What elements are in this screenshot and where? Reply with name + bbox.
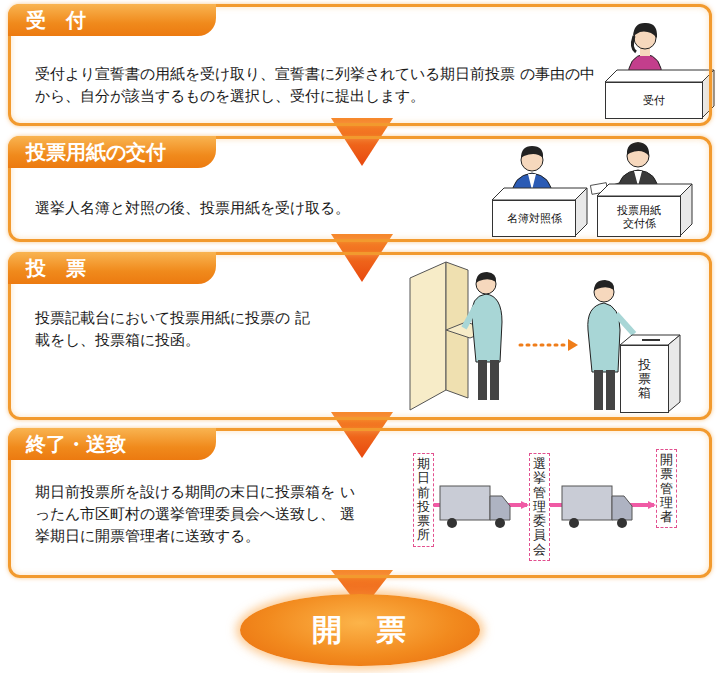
- dotted-arrow: [520, 344, 568, 347]
- step-heading: 終了・送致: [8, 428, 216, 460]
- place-name: 期日前投票所: [417, 457, 430, 543]
- reception-desk-top: [702, 70, 714, 118]
- step-panel: 投票用紙の交付選挙人名簿と対照の後、投票用紙を受け取る。名簿対照係 投票用紙交付係: [8, 136, 712, 242]
- ballot-box-top: [620, 335, 680, 412]
- step-panel: 終了・送致期日前投票所を設ける期間の末日に投票箱を いったん市区町村の選挙管理委…: [8, 428, 712, 578]
- voter-writing: [476, 272, 496, 283]
- register-desk-top: [575, 188, 587, 236]
- counter-desk: 受付: [605, 82, 703, 119]
- register-clerk: [521, 146, 543, 158]
- place-name: 開票管理者: [660, 453, 673, 524]
- step-description: 受付より宣誓書の用紙を受け取り、宣誓書に列挙されている期日前投票 の事由の中から…: [35, 63, 601, 107]
- voter-casting: [594, 370, 603, 410]
- place-box: 選挙管理委員会: [529, 453, 550, 561]
- voter-casting: [606, 370, 615, 410]
- place-box: 開票管理者: [656, 449, 677, 528]
- truck: [612, 496, 632, 520]
- desk-label: 投票用紙交付係: [616, 204, 662, 230]
- voter-casting: [588, 303, 620, 372]
- reception-desk-top: [605, 70, 714, 118]
- truck: [490, 496, 510, 520]
- step-heading: 投票用紙の交付: [8, 136, 216, 168]
- ballot-desk-top: [680, 184, 692, 236]
- truck: [440, 486, 490, 520]
- reception-desk-top: [605, 70, 714, 82]
- voter-writing: [490, 360, 499, 400]
- truck: [440, 486, 510, 528]
- truck: [617, 518, 627, 528]
- dotted-arrow: [568, 339, 578, 351]
- voter-writing: [464, 272, 502, 400]
- reception-clerk: [633, 23, 657, 38]
- step-description: 期日前投票所を設ける期間の末日に投票箱を いったん市区町村の選挙管理委員会へ送致…: [35, 481, 365, 547]
- voter-writing: [464, 306, 476, 328]
- ballot-desk-top: [597, 184, 692, 236]
- voter-casting: [616, 314, 634, 334]
- truck: [569, 518, 579, 528]
- ballot-clerk: [627, 142, 649, 156]
- step-heading: 投 票: [8, 252, 216, 284]
- place-box: 期日前投票所: [413, 453, 434, 547]
- dotted-arrow: [520, 339, 578, 351]
- voter-casting: [594, 280, 614, 291]
- ballot-box: 投票箱: [620, 345, 669, 413]
- step-panel: 投 票投票記載台において投票用紙に投票の 記載をし、投票箱に投函。投票箱: [8, 252, 712, 420]
- voter-writing: [472, 294, 502, 362]
- reception-clerk: [632, 36, 636, 52]
- final-step-oval: 開 票: [240, 594, 480, 666]
- truck: [562, 486, 612, 520]
- truck: [447, 518, 457, 528]
- truck: [495, 518, 505, 528]
- place-name: 選挙管理委員会: [533, 457, 546, 557]
- ballot-box-top: [668, 335, 680, 412]
- register-desk-top: [492, 188, 587, 236]
- step-heading: 受 付: [8, 4, 216, 36]
- ballot-desk-top: [597, 184, 692, 196]
- desk-label: 受付: [643, 94, 665, 107]
- desk-label: 名簿対照係: [507, 212, 562, 225]
- voter-writing: [478, 360, 487, 400]
- desk-label: 投票箱: [638, 358, 651, 401]
- ballot-box-top: [642, 339, 660, 341]
- counter-desk: 投票用紙交付係: [597, 196, 681, 237]
- voting-booth: [410, 262, 446, 410]
- register-desk-top: [492, 188, 587, 200]
- step-panel: 受 付受付より宣誓書の用紙を受け取り、宣誓書に列挙されている期日前投票 の事由の…: [8, 4, 712, 126]
- step-description: 投票記載台において投票用紙に投票の 記載をし、投票箱に投函。: [35, 307, 315, 351]
- counter-desk: 名簿対照係: [492, 200, 576, 237]
- truck: [562, 486, 632, 528]
- final-step-label: 開 票: [312, 610, 408, 651]
- step-description: 選挙人名簿と対照の後、投票用紙を受け取る。: [35, 197, 475, 219]
